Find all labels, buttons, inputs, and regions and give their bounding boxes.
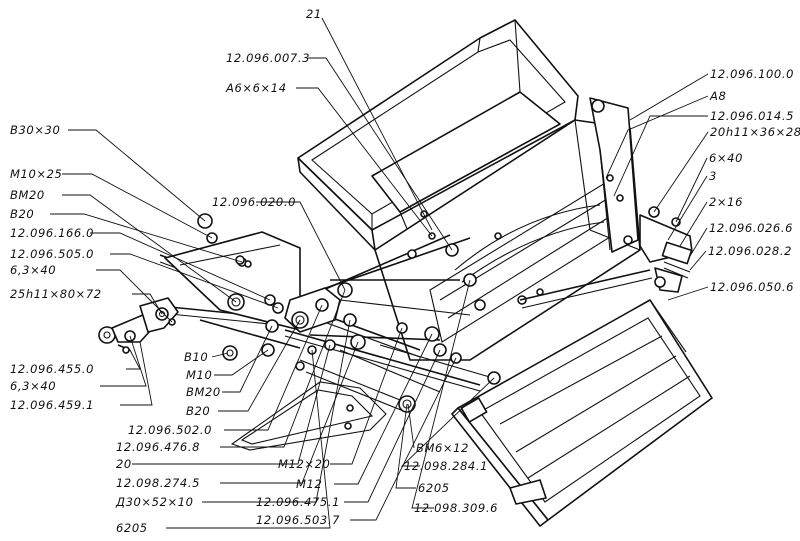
label-12-098-309-6: 12.098.309.6: [414, 501, 498, 515]
label-20: 20: [116, 457, 132, 471]
label-21: 21: [306, 7, 322, 21]
label-bm20-upper: BM20: [10, 188, 45, 202]
label-6-3x40-upper: 6,3×40: [10, 263, 56, 277]
label-2x16: 2×16: [709, 195, 743, 209]
label-12-096-166-0: 12.096.166.0: [10, 226, 94, 240]
label-20h11x36x28: 20h11×36×28: [710, 125, 800, 139]
label-12-096-503-7: 12.096.503.7: [256, 513, 340, 527]
label-b20-lower: B20: [186, 404, 210, 418]
label-6205-right: 6205: [418, 481, 450, 495]
label-m10: M10: [186, 368, 212, 382]
leader-lines: [50, 17, 709, 529]
label-3: 3: [709, 169, 717, 183]
label-12-096-014-5: 12.096.014.5: [710, 109, 794, 123]
label-6-3x40-lower: 6,3×40: [10, 379, 56, 393]
label-m12: M12: [296, 477, 322, 491]
label-12-098-274-5: 12.098.274.5: [116, 476, 200, 490]
callout-labels: 21 12.096.007.3 A6×6×14 B30×30 M10×25 BM…: [10, 7, 800, 535]
label-b10: B10: [184, 350, 208, 364]
label-m12x20: M12×20: [278, 457, 330, 471]
hopper: [297, 19, 579, 251]
label-12-096-100-0: 12.096.100.0: [710, 67, 794, 81]
label-12-096-026-6: 12.096.026.6: [709, 221, 793, 235]
lower-tray: [451, 299, 713, 527]
label-12-096-050-6: 12.096.050.6: [710, 280, 794, 294]
label-12-096-455-0: 12.096.455.0: [10, 362, 94, 376]
label-12-096-020-0: 12.096.020.0: [212, 195, 296, 209]
label-b30x30: B30×30: [10, 123, 60, 137]
right-shaft: [519, 269, 666, 309]
label-a8: A8: [709, 89, 726, 103]
left-pivot-assembly: [98, 297, 179, 354]
label-6205-left: 6205: [116, 521, 148, 535]
label-bm20-lower: BM20: [186, 385, 221, 399]
label-12-098-284-1: 12.098.284.1: [404, 459, 488, 473]
label-25h11x80x72: 25h11×80×72: [10, 287, 102, 301]
label-12-096-505-0: 12.096.505.0: [10, 247, 94, 261]
label-d30x52x10: Д30×52×10: [115, 495, 194, 509]
label-12-096-459-1: 12.096.459.1: [10, 398, 94, 412]
label-12-096-028-2: 12.096.028.2: [708, 244, 792, 258]
label-b20-upper: B20: [10, 207, 34, 221]
label-12-096-475-1: 12.096.475.1: [256, 495, 340, 509]
label-12-096-007-3: 12.096.007.3: [226, 51, 310, 65]
main-frame: [374, 97, 641, 361]
left-side-plate: [164, 231, 301, 331]
label-m10x25: M10×25: [10, 167, 62, 181]
label-bm6x12: BM6×12: [416, 441, 469, 455]
label-12-096-476-8: 12.096.476.8: [116, 440, 200, 454]
label-a6x6x14: A6×6×14: [225, 81, 287, 95]
label-12-096-502-0: 12.096.502.0: [128, 423, 212, 437]
label-6x40: 6×40: [709, 151, 743, 165]
